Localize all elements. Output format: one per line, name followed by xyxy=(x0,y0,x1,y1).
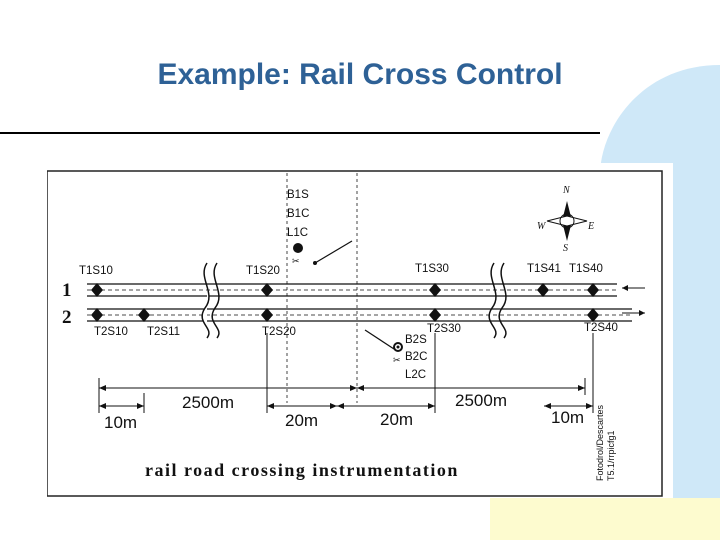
distance-arrowheads xyxy=(99,385,593,409)
sensor-marker xyxy=(429,308,441,322)
barrier-2: ✂ B2S B2C L2C xyxy=(364,329,427,381)
track-1 xyxy=(87,283,617,297)
title-divider xyxy=(0,132,600,134)
barrier-2-light-center xyxy=(396,345,400,349)
sensor-label: T2S20 xyxy=(262,326,296,338)
figure-frame xyxy=(47,170,663,497)
sensor-label: T1S41 xyxy=(527,263,561,275)
barrier-1: B1S B1C L1C ✂ xyxy=(287,189,353,266)
track-number-2: 2 xyxy=(62,307,72,328)
track-2 xyxy=(87,308,632,322)
barrier-2-control-label: B2C xyxy=(405,351,427,363)
barrier-2-light-label: L2C xyxy=(405,369,426,381)
sensor-label: T1S30 xyxy=(415,263,449,275)
rail-crossing-diagram: 1 2 T1S10 T1S20 T1S30 T1S41 T1S40 T2S10 … xyxy=(47,170,663,497)
sensor-label: T2S10 xyxy=(94,326,128,338)
distance-left-edge: 10m xyxy=(104,413,137,432)
track-number-1: 1 xyxy=(62,280,72,301)
compass-north: N xyxy=(562,185,571,196)
sensor-marker xyxy=(587,308,599,322)
sensor-label: T1S40 xyxy=(569,263,603,275)
sensor-label: T2S30 xyxy=(427,323,461,335)
sensor-marker xyxy=(138,308,150,322)
sensor-marker xyxy=(537,283,549,297)
sensor-label: T2S11 xyxy=(147,326,180,338)
barrier-1-light-label: L1C xyxy=(287,227,308,239)
sensors-track-2: T2S10 T2S11 T2S20 T2S30 T2S40 xyxy=(91,308,618,338)
compass-west: W xyxy=(537,221,547,232)
figure-side-note: T5.1/rrpicfg1 xyxy=(606,430,616,481)
distance-right-total: 2500m xyxy=(455,391,507,410)
sensors-track-1: T1S10 T1S20 T1S30 T1S41 T1S40 xyxy=(79,263,603,297)
track-break-left xyxy=(201,262,220,339)
sensor-marker xyxy=(587,283,599,297)
barrier-1-gate-symbol: ✂ xyxy=(292,256,300,266)
sensor-label: T1S10 xyxy=(79,265,113,277)
barrier-2-gate-symbol: ✂ xyxy=(393,355,401,365)
rail-crossing-figure: 1 2 T1S10 T1S20 T1S30 T1S41 T1S40 T2S10 … xyxy=(47,163,673,498)
barrier-2-arm xyxy=(364,329,395,350)
figure-side-note: Fotodrol/Descartes xyxy=(595,404,605,481)
barrier-1-arm xyxy=(314,240,353,264)
sensor-label: T2S40 xyxy=(584,322,618,334)
compass-south: S xyxy=(563,243,568,254)
figure-caption: rail road crossing instrumentation xyxy=(145,460,459,480)
distance-center-left: 20m xyxy=(285,411,318,430)
track-1-arrowhead xyxy=(622,285,628,291)
sensor-marker xyxy=(261,308,273,322)
sensor-label: T1S20 xyxy=(246,265,280,277)
distance-dimensions xyxy=(98,333,594,413)
barrier-1-control-label: B1C xyxy=(287,208,309,220)
distance-left-total: 2500m xyxy=(182,393,234,412)
barrier-1-sensor-label: B1S xyxy=(287,189,309,201)
distance-center-right: 20m xyxy=(380,410,413,429)
barrier-1-pivot xyxy=(313,261,317,265)
barrier-2-sensor-label: B2S xyxy=(405,334,427,346)
barrier-1-light xyxy=(293,243,303,253)
sensor-marker xyxy=(261,283,273,297)
sensor-marker xyxy=(429,283,441,297)
compass-east: E xyxy=(587,221,594,232)
track-break-right xyxy=(488,262,507,339)
compass-rose: N W E S xyxy=(537,185,594,254)
slide-title: Example: Rail Cross Control xyxy=(157,58,563,91)
distance-right-edge: 10m xyxy=(551,408,584,427)
sensor-marker xyxy=(91,308,103,322)
barrier-2-light xyxy=(393,342,403,352)
track-2-arrowhead xyxy=(639,310,645,316)
sensor-marker xyxy=(91,283,103,297)
